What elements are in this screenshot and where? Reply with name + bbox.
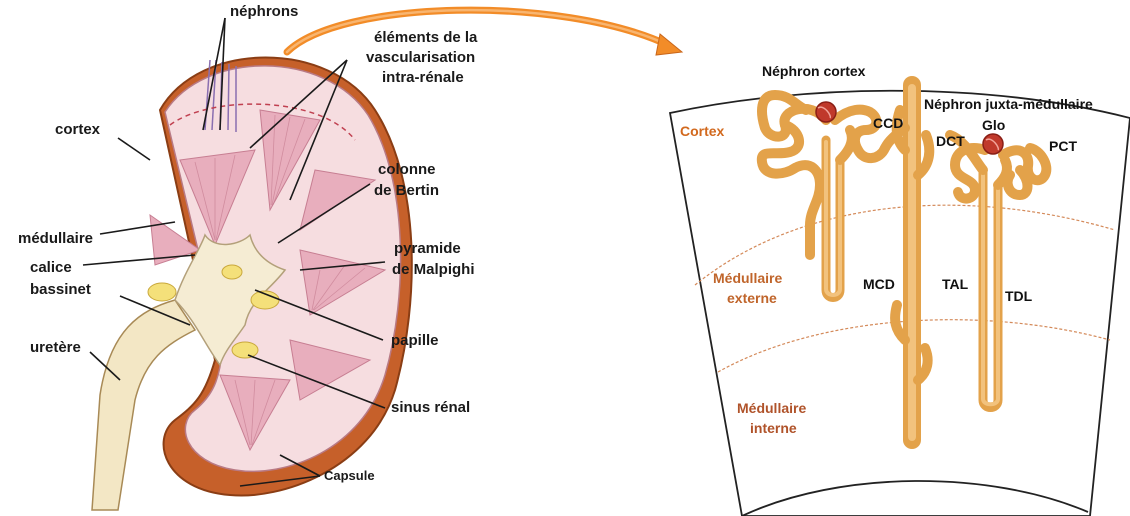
arrow-head-icon — [656, 34, 682, 55]
label-sinus-renal: sinus rénal — [391, 399, 470, 416]
kidney-illustration — [92, 58, 412, 511]
label-bassinet: bassinet — [30, 281, 91, 298]
label-vascularisation-3: intra-rénale — [382, 69, 464, 86]
label-de-malpighi: de Malpighi — [392, 261, 475, 278]
ureter-shape — [92, 300, 195, 510]
label-vascularisation-1: éléments de la — [374, 29, 478, 46]
label-papille: papille — [391, 332, 439, 349]
label-capsule: Capsule — [324, 468, 375, 483]
label-mcd: MCD — [863, 276, 895, 292]
label-dct: DCT — [936, 133, 965, 149]
label-de-bertin: de Bertin — [374, 182, 439, 199]
zone-label-med-int-1: Médullaire — [737, 400, 806, 416]
zone-label-med-ext-1: Médullaire — [713, 270, 782, 286]
label-uretere: uretère — [30, 339, 81, 356]
label-glo: Glo — [982, 117, 1005, 133]
label-nephrons: néphrons — [230, 3, 298, 20]
label-medullaire: médullaire — [18, 230, 93, 247]
label-tal: TAL — [942, 276, 969, 292]
label-nephron-cortex: Néphron cortex — [762, 63, 866, 79]
zone-label-med-ext-2: externe — [727, 290, 777, 306]
label-nephron-juxta: Néphron juxta-médullaire — [924, 96, 1093, 112]
label-vascularisation-2: vascularisation — [366, 49, 475, 66]
zone-label-med-int-2: interne — [750, 420, 797, 436]
label-cortex: cortex — [55, 121, 101, 138]
label-pyramide: pyramide — [394, 240, 461, 257]
label-tdl: TDL — [1005, 288, 1033, 304]
zone-label-cortex: Cortex — [680, 123, 725, 139]
glomerulus-cortical — [816, 102, 836, 122]
label-ccd: CCD — [873, 115, 903, 131]
label-calice: calice — [30, 259, 72, 276]
connector-arrow — [287, 10, 682, 55]
glomerulus-juxta — [983, 134, 1003, 154]
label-pct: PCT — [1049, 138, 1077, 154]
label-colonne: colonne — [378, 161, 436, 178]
